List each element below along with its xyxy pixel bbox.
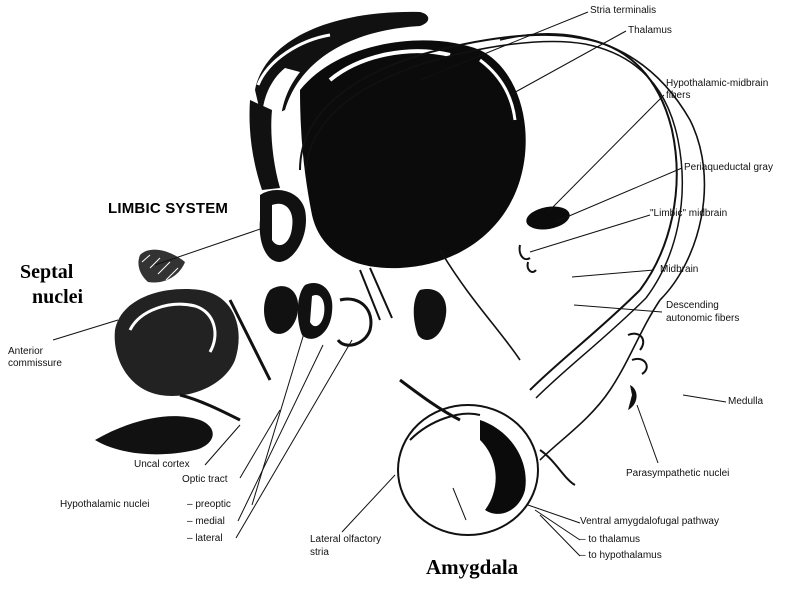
leader-limbic-midbrain bbox=[529, 214, 651, 253]
label-lateral-olfactory-line1: Lateral olfactory bbox=[310, 534, 382, 545]
leader-stria-terminalis bbox=[419, 11, 589, 81]
leader-hypothalamic-midbrain bbox=[547, 94, 665, 213]
label-medulla: Medulla bbox=[728, 396, 764, 407]
label-parasympathetic-nuclei: Parasympathetic nuclei bbox=[626, 468, 730, 479]
leader-ventral-pathway bbox=[527, 504, 581, 524]
leader-anterior-commissure bbox=[52, 319, 119, 341]
leader-medial bbox=[237, 344, 324, 522]
leader-to-thalamus bbox=[534, 509, 581, 541]
leader-thalamus bbox=[509, 30, 627, 96]
label-optic-tract: Optic tract bbox=[182, 474, 228, 485]
label-septal-line2: nuclei bbox=[32, 286, 84, 308]
leader-parasympathetic bbox=[636, 404, 659, 464]
leader-medulla bbox=[682, 394, 727, 403]
label-hypothalamic-nuclei: Hypothalamic nuclei bbox=[60, 499, 150, 510]
label-anterior-commissure-line2: commissure bbox=[8, 358, 62, 369]
leader-lateral-olfactory bbox=[341, 474, 396, 533]
parasympathetic-nuclei-shapes bbox=[627, 332, 648, 410]
leader-uncal-cortex bbox=[204, 424, 241, 466]
label-medial: – medial bbox=[187, 516, 225, 527]
label-lateral-olfactory-line2: stria bbox=[310, 547, 329, 558]
amygdala-shape bbox=[397, 378, 576, 536]
leader-lines bbox=[52, 11, 727, 557]
periaqueductal-gray-shape bbox=[518, 206, 570, 273]
anterior-commissure-mass bbox=[95, 289, 241, 455]
label-stria-terminalis: Stria terminalis bbox=[590, 5, 657, 16]
thalamus-mass bbox=[300, 40, 526, 269]
label-periaqueductal-gray: Periaqueductal gray bbox=[684, 162, 773, 173]
label-ventral-pathway: Ventral amygdalofugal pathway bbox=[580, 516, 719, 527]
label-to-thalamus: – to thalamus bbox=[580, 534, 641, 545]
leader-preoptic bbox=[251, 329, 306, 506]
stria-terminalis-fibers bbox=[299, 33, 683, 399]
label-preoptic: – preoptic bbox=[187, 499, 231, 510]
label-anterior-commissure-line1: Anterior bbox=[8, 346, 44, 357]
leader-descending bbox=[573, 304, 663, 313]
leader-periaqueductal-gray bbox=[554, 167, 683, 223]
leader-heading bbox=[154, 224, 273, 266]
fornix-arc bbox=[249, 11, 429, 190]
septal-region bbox=[138, 190, 306, 283]
label-hypothalamic-midbrain-line2: fibers bbox=[666, 90, 691, 101]
label-septal-line1: Septal bbox=[20, 261, 74, 283]
leader-optic-tract bbox=[239, 409, 281, 479]
label-lateral: – lateral bbox=[187, 533, 223, 544]
label-descending-line1: Descending bbox=[666, 300, 719, 311]
leader-amygdala bbox=[452, 487, 467, 521]
label-limbic-midbrain: "Limbic" midbrain bbox=[650, 208, 728, 219]
label-amygdala: Amygdala bbox=[426, 555, 519, 579]
leader-lateral bbox=[235, 339, 353, 539]
leader-to-hypothalamus bbox=[539, 514, 581, 557]
leader-midbrain bbox=[571, 269, 655, 278]
heading-limbic-system: LIMBIC SYSTEM bbox=[108, 200, 229, 217]
label-midbrain: Midbrain bbox=[660, 264, 699, 275]
hypothalamic-region bbox=[228, 267, 447, 381]
label-thalamus: Thalamus bbox=[628, 25, 672, 36]
label-to-hypothalamus: – to hypothalamus bbox=[580, 550, 662, 561]
label-hypothalamic-midbrain-line1: Hypothalamic-midbrain bbox=[666, 78, 769, 89]
label-descending-line2: autonomic fibers bbox=[666, 313, 740, 324]
midbrain-outline bbox=[439, 33, 706, 461]
label-uncal-cortex: Uncal cortex bbox=[134, 459, 190, 470]
